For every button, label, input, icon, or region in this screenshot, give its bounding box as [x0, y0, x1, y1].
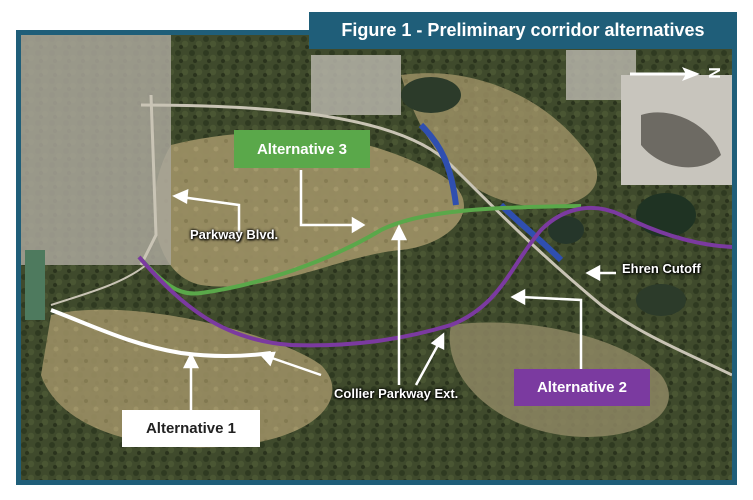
ehren-cutoff-label: Ehren Cutoff	[622, 261, 701, 276]
pasture-area	[154, 132, 464, 287]
alternative-1-label: Alternative 1	[122, 410, 260, 447]
aerial-map[interactable]	[21, 35, 732, 480]
quarry-pit	[641, 112, 721, 168]
alternative-3-route	[137, 204, 582, 296]
alternative-2-label: Alternative 2	[514, 369, 650, 406]
north-arrow: N	[630, 64, 725, 84]
alternative-1-text: Alternative 1	[145, 420, 237, 437]
lake	[636, 193, 696, 237]
wetland	[636, 284, 686, 316]
existing-road-segment	[498, 202, 564, 263]
north-label: N	[706, 67, 724, 79]
pond	[25, 250, 45, 320]
alternative-2-route	[137, 205, 732, 348]
road	[50, 264, 147, 306]
collier-parkway-ext-label: Collier Parkway Ext.	[334, 386, 459, 401]
pond	[548, 216, 584, 244]
map-frame	[16, 30, 737, 485]
alternative-3-label: Alternative 3	[234, 130, 370, 168]
subdivision-area	[311, 55, 401, 115]
existing-road-segment	[418, 122, 459, 206]
alternative-1-route	[50, 308, 272, 358]
alternative-2-text: Alternative 2	[536, 379, 628, 396]
figure-title: Figure 1 - Preliminary corridor alternat…	[309, 12, 737, 49]
map-canvas	[21, 35, 732, 480]
subdivision-area	[21, 35, 171, 265]
north-arrow-icon	[630, 67, 700, 81]
alternative-3-text: Alternative 3	[256, 140, 348, 158]
callout-arrows	[172, 170, 616, 415]
road	[139, 94, 158, 266]
parkway-blvd-label: Parkway Blvd.	[190, 227, 279, 242]
wetland	[401, 77, 461, 113]
